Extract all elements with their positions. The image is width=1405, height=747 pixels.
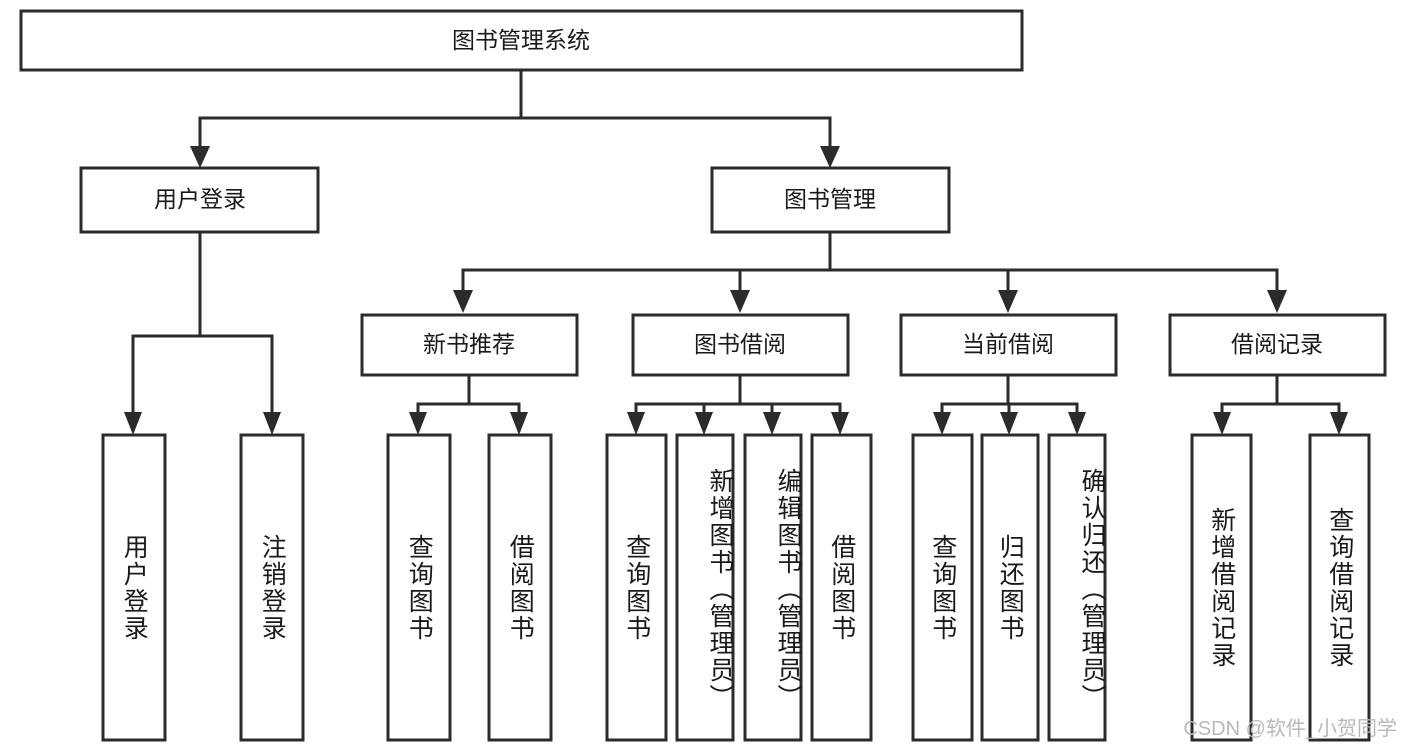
arrow-head-leaf-user-login xyxy=(124,412,142,435)
arrow-head-leaf-borrow-book-1 xyxy=(510,412,528,435)
label-borrow-record: 借阅记录 xyxy=(1231,331,1323,357)
node-leaf-add-record[interactable] xyxy=(1190,433,1253,742)
node-current-borrow[interactable] xyxy=(899,313,1118,377)
node-book-management-system[interactable] xyxy=(19,9,1024,72)
label-current-borrow: 当前借阅 xyxy=(962,331,1054,357)
node-leaf-user-login[interactable] xyxy=(101,433,167,742)
arrow-head-leaf-return-book xyxy=(1000,412,1018,435)
arrow-head-leaf-add-record xyxy=(1213,412,1231,435)
label-new-book-recommend: 新书推荐 xyxy=(423,331,515,357)
arrow-head-leaf-query-record xyxy=(1330,412,1348,435)
node-leaf-return-book[interactable] xyxy=(980,433,1040,742)
arrow-head-leaf-confirm-return xyxy=(1068,412,1086,435)
node-leaf-logout-login[interactable] xyxy=(239,433,305,742)
arrow-head-leaf-query-book-3 xyxy=(933,412,951,435)
node-user-login[interactable] xyxy=(79,166,320,234)
node-leaf-borrow-book-1[interactable] xyxy=(487,433,553,742)
node-book-borrow[interactable] xyxy=(631,313,850,377)
label-layer: 图书管理系统 用户登录 图书管理 新书推荐 图书借阅 当前借阅 借阅记录 xyxy=(154,27,1323,357)
arrow-head-book-management xyxy=(820,146,840,168)
node-book-management[interactable] xyxy=(710,166,951,234)
arrow-head-leaf-add-book xyxy=(695,412,713,435)
arrow-head-new-book-recommend xyxy=(453,290,473,313)
label-book-management: 图书管理 xyxy=(784,186,876,212)
node-leaf-query-book-3[interactable] xyxy=(911,433,974,742)
label-book-borrow: 图书借阅 xyxy=(694,331,786,357)
node-new-book-recommend[interactable] xyxy=(360,313,579,377)
node-leaf-query-book-1[interactable] xyxy=(386,433,452,742)
node-borrow-record[interactable] xyxy=(1168,313,1387,377)
arrow-head-leaf-borrow-book-2 xyxy=(831,412,849,435)
arrow-head-leaf-edit-book xyxy=(763,412,781,435)
arrow-head-leaf-query-book-2 xyxy=(627,412,645,435)
connector-layer xyxy=(124,68,1348,435)
node-layer xyxy=(19,9,1387,742)
arrow-head-book-borrow xyxy=(730,290,750,313)
node-leaf-edit-book[interactable] xyxy=(743,433,803,742)
arrow-head-leaf-logout-login xyxy=(263,412,281,435)
label-user-login: 用户登录 xyxy=(154,186,246,212)
node-leaf-query-record[interactable] xyxy=(1308,433,1371,742)
arrow-head-borrow-record xyxy=(1267,290,1287,313)
node-leaf-query-book-2[interactable] xyxy=(605,433,668,742)
arrow-head-user-login xyxy=(190,146,210,168)
arrow-head-current-borrow xyxy=(998,290,1018,313)
node-leaf-borrow-book-2[interactable] xyxy=(810,433,873,742)
node-leaf-confirm-return[interactable] xyxy=(1047,433,1107,742)
label-book-management-system: 图书管理系统 xyxy=(452,27,590,53)
csdn-watermark: CSDN @软件_小贺同学 xyxy=(1183,718,1397,740)
node-leaf-add-book[interactable] xyxy=(675,433,735,742)
arrow-head-leaf-query-book-1 xyxy=(409,412,427,435)
